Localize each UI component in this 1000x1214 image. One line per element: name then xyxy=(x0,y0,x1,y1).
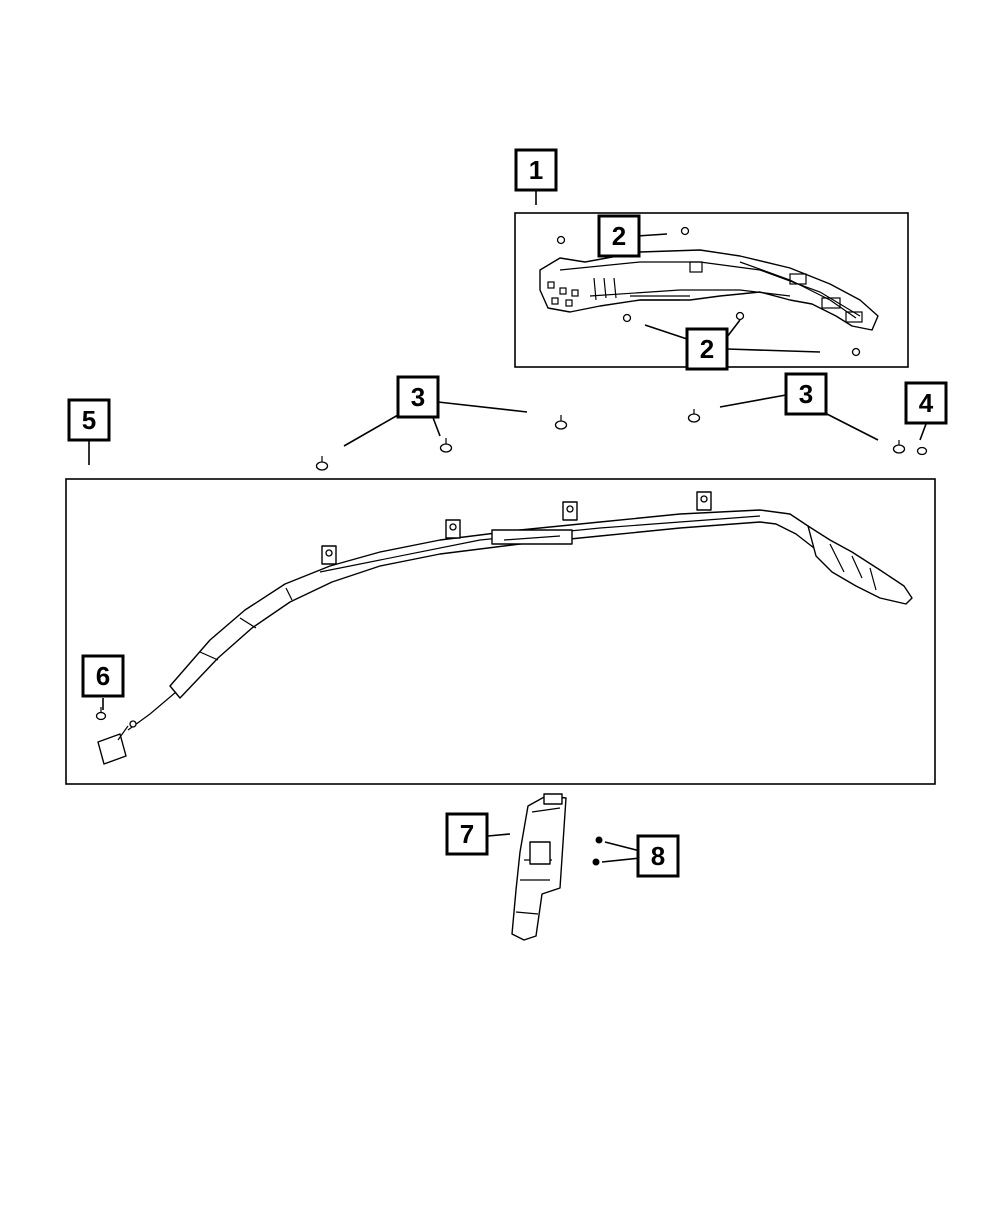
callout-label: 6 xyxy=(96,661,110,691)
curtain-airbag xyxy=(97,491,913,765)
callout-6: 6 xyxy=(81,654,125,698)
bracket-screws xyxy=(556,226,861,357)
callout-5: 5 xyxy=(67,398,111,442)
mounting-bolts xyxy=(315,409,906,471)
callout-label: 1 xyxy=(529,155,543,185)
callout-3-left: 3 xyxy=(396,375,440,419)
bracket-assembly xyxy=(539,249,879,331)
tether-bolt xyxy=(95,707,107,721)
callout-3-right: 3 xyxy=(784,372,828,416)
callout-7: 7 xyxy=(445,812,489,856)
callout-label: 2 xyxy=(700,334,714,364)
callout-label: 7 xyxy=(460,819,474,849)
callout-label: 5 xyxy=(82,405,96,435)
callout-label: 3 xyxy=(799,379,813,409)
inflator-nuts xyxy=(592,836,603,866)
callout-2-lower: 2 xyxy=(685,327,729,371)
callout-label: 8 xyxy=(651,841,665,871)
airbag-group-frame xyxy=(65,478,936,785)
mounting-tab xyxy=(445,519,461,539)
callout-label: 4 xyxy=(919,388,934,418)
leader-lines xyxy=(88,190,927,863)
callout-2-upper: 2 xyxy=(597,214,641,258)
mounting-tab xyxy=(321,545,337,565)
callout-8: 8 xyxy=(636,834,680,878)
callout-label: 3 xyxy=(411,382,425,412)
mounting-tab xyxy=(562,501,578,521)
callout-4: 4 xyxy=(904,381,948,425)
inflator xyxy=(511,793,567,941)
callout-label: 2 xyxy=(612,221,626,251)
clip-fastener xyxy=(916,446,928,456)
mounting-tab xyxy=(696,491,712,511)
callout-1: 1 xyxy=(514,148,558,192)
